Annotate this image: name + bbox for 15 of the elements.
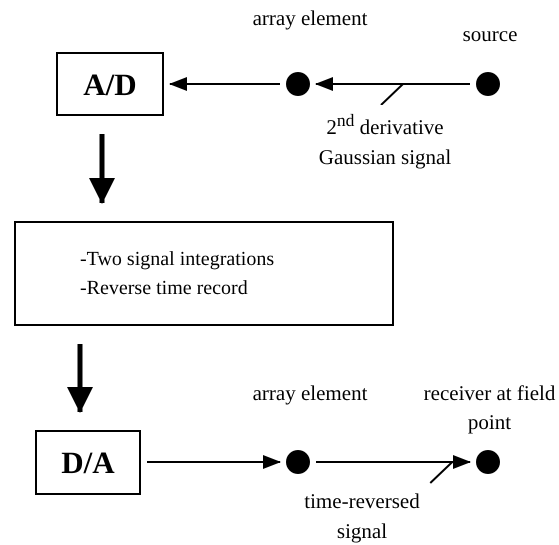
element-dot — [286, 72, 310, 96]
point-label: source — [462, 21, 518, 48]
point-label: array element — [252, 5, 368, 32]
converter-box — [35, 430, 141, 495]
element-dot — [476, 72, 500, 96]
point-label: array element — [252, 380, 368, 407]
process-box — [14, 221, 394, 326]
converter-box — [56, 52, 164, 116]
element-dot — [286, 450, 310, 474]
box-label: D/A — [60, 448, 116, 477]
box-label: A/D — [82, 70, 138, 98]
step-text: -Two signal integrations — [80, 246, 276, 272]
step-text: -Reverse time record — [80, 276, 249, 300]
point-label: receiver at field point — [422, 380, 556, 436]
element-dot — [476, 450, 500, 474]
